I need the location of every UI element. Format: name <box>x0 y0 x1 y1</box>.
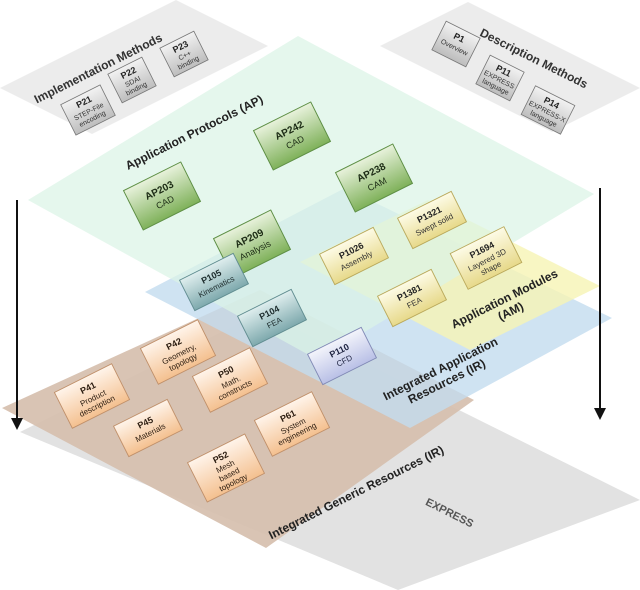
part-p22-box <box>107 56 157 104</box>
part-p23-box <box>159 30 209 78</box>
p61-box <box>253 391 331 457</box>
p1321-box <box>396 190 468 250</box>
p52-box <box>186 433 266 503</box>
ap203-box <box>122 161 202 231</box>
part-p1-id: P1 <box>452 31 466 45</box>
p104-box <box>236 288 308 348</box>
ap238-box <box>334 143 414 213</box>
application-protocols-layer <box>28 36 594 360</box>
part-p11-box <box>475 54 525 102</box>
p45-box <box>112 398 184 458</box>
p50-box <box>191 347 269 413</box>
ap242-box <box>252 101 332 171</box>
p41-box <box>53 363 131 429</box>
p1694-box <box>449 226 523 290</box>
p1381-box <box>376 268 448 328</box>
part-p1-box <box>431 20 481 68</box>
p1026-box <box>318 226 390 286</box>
part-p21-box <box>60 84 116 136</box>
p42-box <box>139 319 217 385</box>
p110-box <box>306 326 378 386</box>
part-p14-box <box>520 85 576 135</box>
p105-box <box>178 252 250 312</box>
